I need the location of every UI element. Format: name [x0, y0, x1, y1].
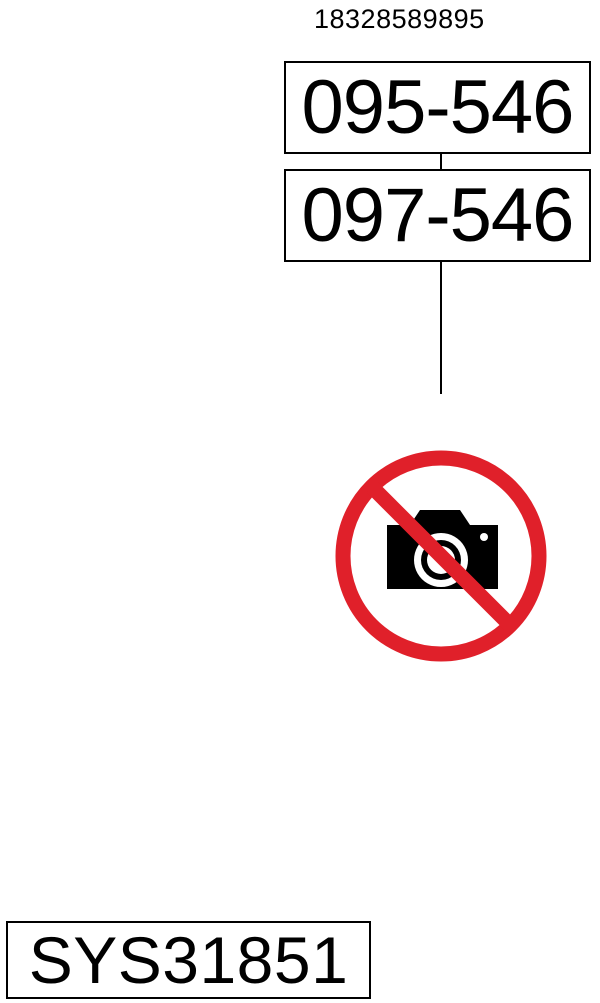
code-label-2: 097-546 [301, 172, 575, 258]
camera-flash [480, 533, 488, 541]
connector-line-2 [440, 262, 442, 394]
reference-number: 18328589895 [314, 4, 485, 34]
no-photography-icon [335, 450, 547, 662]
connector-line-1 [440, 154, 442, 169]
prohibition-slash [366, 481, 516, 631]
prohibition-ring [335, 450, 547, 662]
code-box-1: 095-546 [284, 61, 591, 154]
code-label-1: 095-546 [301, 64, 575, 150]
system-id-box: SYS31851 [6, 921, 371, 999]
code-box-2: 097-546 [284, 169, 591, 262]
system-id-label: SYS31851 [28, 923, 349, 997]
